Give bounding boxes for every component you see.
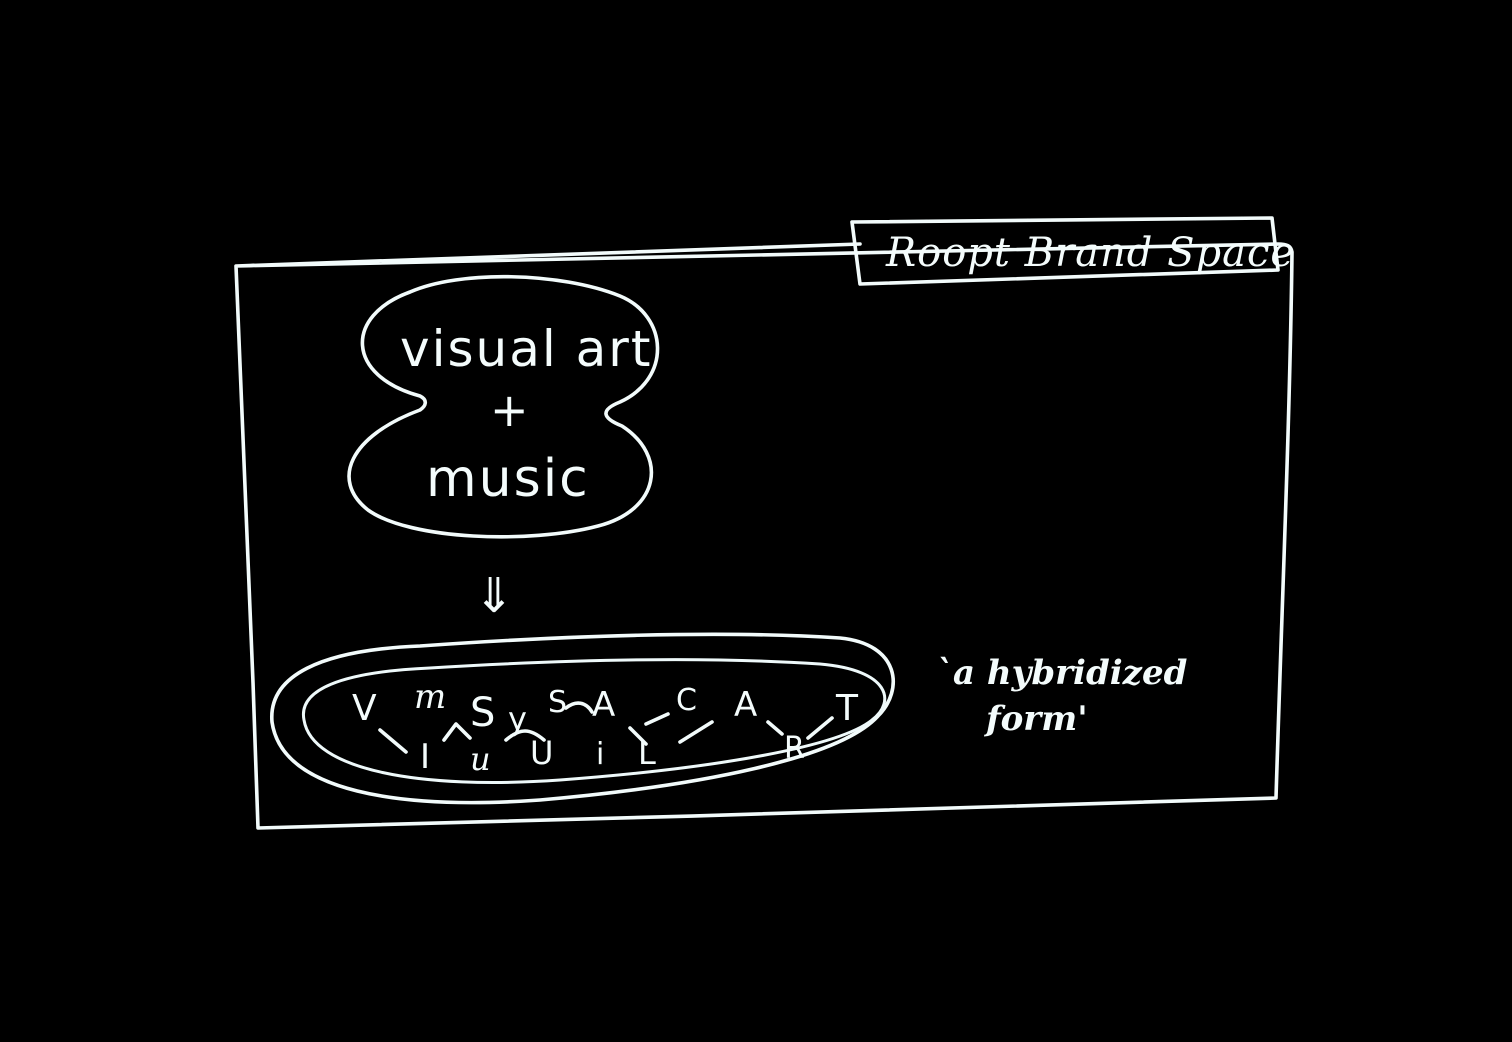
hybrid-letter: S [548, 685, 567, 720]
hybrid-letter: y [508, 700, 527, 738]
hybrid-letter: A [592, 685, 615, 725]
hybrid-letter: S [470, 690, 495, 736]
hybrid-connectors [378, 701, 834, 754]
hybrid-letter: U [530, 734, 553, 772]
hybrid-letter: m [414, 677, 446, 717]
hybrid-letter: u [470, 740, 491, 778]
hybrid-letter: T [835, 688, 859, 729]
hybrid-letters-lower: I u U i L R [420, 731, 805, 778]
annotation-line-1: `a hybridized [936, 653, 1188, 693]
hybrid-letter: L [638, 734, 656, 772]
source-bubble-line-3: music [426, 449, 590, 509]
brand-space-frame [234, 242, 1294, 830]
hybrid-letter: i [596, 737, 604, 772]
source-bubble-line-2: + [490, 383, 529, 437]
source-bubble-line-1: visual art [400, 320, 652, 378]
hybrid-letter: R [784, 731, 805, 766]
hybrid-letter: C [676, 683, 697, 718]
annotation-line-2: form' [984, 699, 1088, 739]
flow-arrow-icon: ⇓ [474, 568, 514, 624]
hybrid-inner-ellipse [301, 658, 887, 784]
hybrid-letters-upper: V m S y S A C A T [352, 677, 859, 738]
source-bubble [347, 274, 660, 539]
brand-label-box [850, 216, 1280, 286]
brand-label: Roopt Brand Space [885, 230, 1295, 276]
hybrid-outer-ellipse [270, 632, 895, 805]
hybrid-letter: I [420, 737, 430, 777]
hybrid-letter: A [734, 685, 757, 725]
hybrid-letter: V [352, 688, 377, 729]
